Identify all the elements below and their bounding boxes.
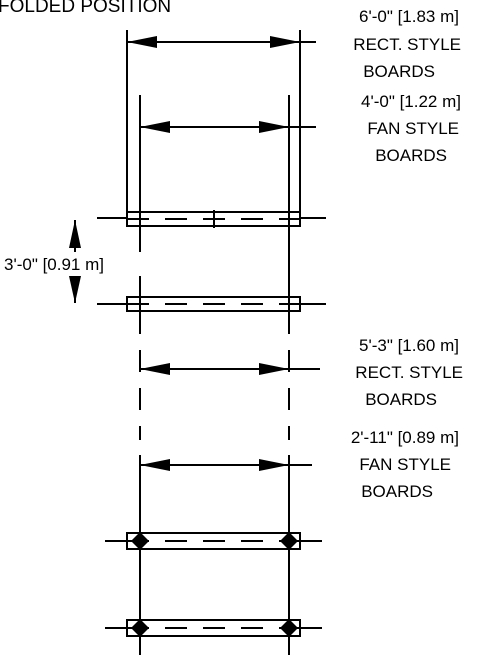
folded-board-bottom [97,296,326,312]
dimension-fan-folded-value: 4'-0" [1.22 m] [361,92,461,111]
dimension-fan-folded: 4'-0" [1.22 m] FAN STYLE BOARDS [140,92,461,165]
unfolded-extension-lines [139,312,290,655]
dimension-fan-unfolded-line1: FAN STYLE [359,455,451,474]
dimension-fan-unfolded-value: 2'-11" [0.89 m] [351,428,459,447]
folded-board-top [97,210,326,228]
hinge-icon [131,619,149,637]
unfolded-board-top [105,532,322,550]
dimension-fan-folded-line2: BOARDS [375,146,447,165]
dimension-rect-folded-line1: RECT. STYLE [353,35,461,54]
diagram-title: FOLDED POSITION [0,0,171,17]
hinge-icon [280,532,298,550]
dimension-fan-unfolded: 2'-11" [0.89 m] FAN STYLE BOARDS [140,428,459,501]
dimension-rect-folded: 6'-0" [1.83 m] RECT. STYLE BOARDS [127,7,461,81]
dimension-height-value: 3'-0" [0.91 m] [4,255,104,274]
hinge-icon [280,619,298,637]
folded-extension-lines [126,30,301,296]
dimension-rect-folded-line2: BOARDS [363,62,435,81]
dimension-rect-folded-value: 6'-0" [1.83 m] [359,7,459,26]
unfolded-board-bottom [105,619,322,637]
dimension-fan-unfolded-line2: BOARDS [361,482,433,501]
dimension-height: 3'-0" [0.91 m] [4,220,142,303]
dimension-rect-unfolded-line1: RECT. STYLE [355,363,463,382]
dimension-fan-folded-line1: FAN STYLE [367,119,459,138]
hinge-icon [131,532,149,550]
dimension-rect-unfolded-line2: BOARDS [365,390,437,409]
dimension-rect-unfolded: 5'-3" [1.60 m] RECT. STYLE BOARDS [140,336,463,409]
dimension-rect-unfolded-value: 5'-3" [1.60 m] [359,336,459,355]
